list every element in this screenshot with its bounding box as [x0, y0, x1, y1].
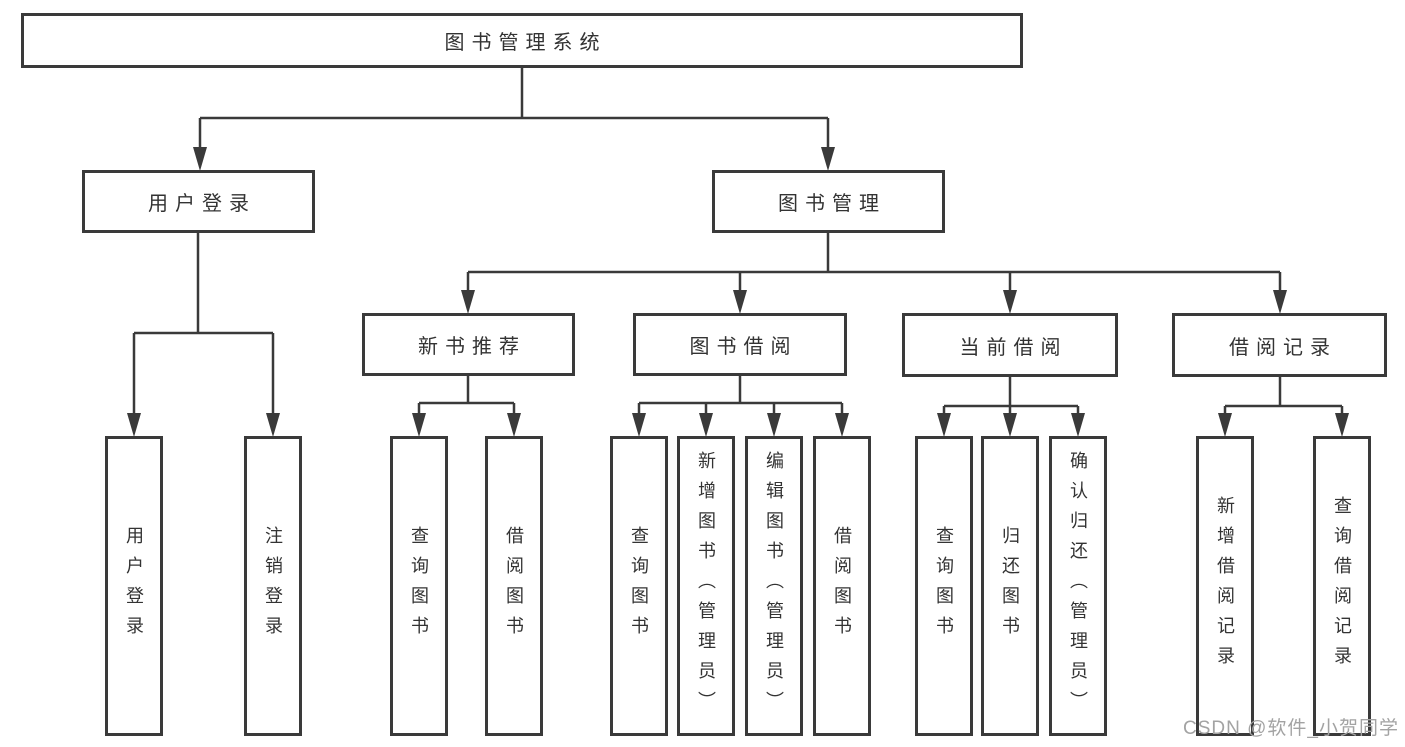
leaf-label: 用户登录 — [124, 526, 144, 646]
leaf-edit-books-admin: 编辑图书（管理员） — [745, 436, 803, 736]
leaf-query-borrow-record: 查询借阅记录 — [1313, 436, 1371, 736]
leaf-label: 新增借阅记录 — [1215, 496, 1235, 676]
leaf-borrow-books-2: 借阅图书 — [813, 436, 871, 736]
node-current-borrow: 当前借阅 — [902, 313, 1118, 377]
leaf-query-books-1: 查询图书 — [390, 436, 448, 736]
node-book-management: 图书管理 — [712, 170, 945, 233]
node-user-login: 用户登录 — [82, 170, 315, 233]
leaf-label: 借阅图书 — [832, 526, 852, 646]
leaf-query-books-2: 查询图书 — [610, 436, 668, 736]
leaf-borrow-books-1: 借阅图书 — [485, 436, 543, 736]
csdn-watermark: CSDN @软件_小贺同学 — [1183, 718, 1399, 739]
leaf-label: 注销登录 — [263, 526, 283, 646]
node-borrow-records: 借阅记录 — [1172, 313, 1387, 377]
leaf-label: 查询图书 — [629, 526, 649, 646]
leaf-label: 查询图书 — [934, 526, 954, 646]
leaf-label: 确认归还（管理员） — [1068, 451, 1088, 721]
leaf-label: 查询借阅记录 — [1332, 496, 1352, 676]
leaf-label: 借阅图书 — [504, 526, 524, 646]
leaf-confirm-return-admin: 确认归还（管理员） — [1049, 436, 1107, 736]
leaf-label: 新增图书（管理员） — [696, 451, 716, 721]
leaf-label: 归还图书 — [1000, 526, 1020, 646]
leaf-label: 编辑图书（管理员） — [764, 451, 784, 721]
leaf-logout: 注销登录 — [244, 436, 302, 736]
leaf-user-login: 用户登录 — [105, 436, 163, 736]
leaf-query-books-3: 查询图书 — [915, 436, 973, 736]
node-book-borrow: 图书借阅 — [633, 313, 847, 376]
leaf-add-borrow-record: 新增借阅记录 — [1196, 436, 1254, 736]
leaf-add-books-admin: 新增图书（管理员） — [677, 436, 735, 736]
leaf-label: 查询图书 — [409, 526, 429, 646]
node-library-management-system: 图书管理系统 — [21, 13, 1023, 68]
leaf-return-books: 归还图书 — [981, 436, 1039, 736]
arrowhead-icons — [127, 147, 1349, 437]
node-new-book-recommend: 新书推荐 — [362, 313, 575, 376]
